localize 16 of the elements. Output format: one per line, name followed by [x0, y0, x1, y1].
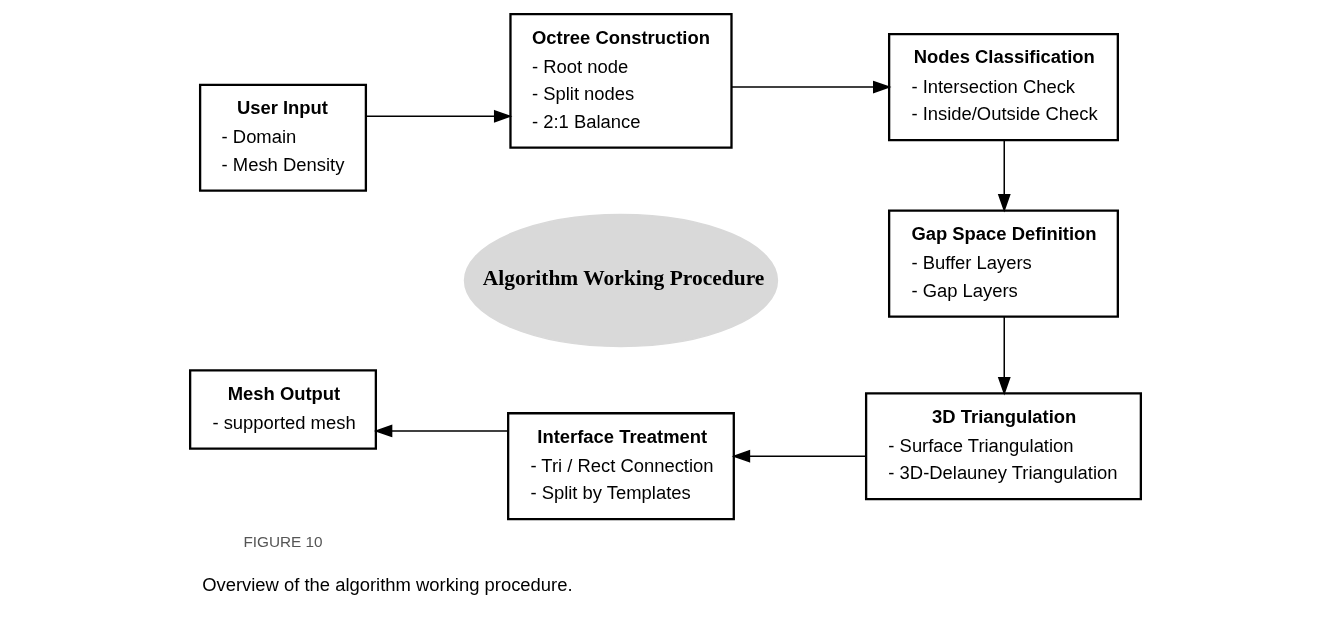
node-box: User Input - Domain - Mesh Density	[198, 83, 368, 192]
node-ellipse: Algorithm Working Procedure	[463, 213, 779, 348]
arrow	[731, 449, 867, 463]
node-box: 3D Triangulation - Surface Triangulation - 3D-Delauney Triangulation	[864, 392, 1142, 501]
arrow	[997, 316, 1011, 396]
arrow	[997, 139, 1011, 213]
arrow	[365, 109, 513, 123]
node-box: Octree Construction - Root node - Split nodes - 2:1 Balance	[509, 13, 733, 149]
node-box: Gap Space Definition - Buffer Layers - Gap Layers	[888, 209, 1119, 318]
caption: Overview of the algorithm working procedure.	[202, 574, 573, 596]
node-box: Interface Treatment - Tri / Rect Connection - Split by Templates	[507, 412, 735, 521]
arrow	[373, 424, 509, 438]
arrow	[730, 80, 892, 94]
label: FIGURE 10	[243, 532, 323, 550]
node-box: Nodes Classification - Intersection Check - Inside/Outside Check	[888, 33, 1119, 142]
node-box: Mesh Output - supported mesh	[189, 369, 377, 450]
